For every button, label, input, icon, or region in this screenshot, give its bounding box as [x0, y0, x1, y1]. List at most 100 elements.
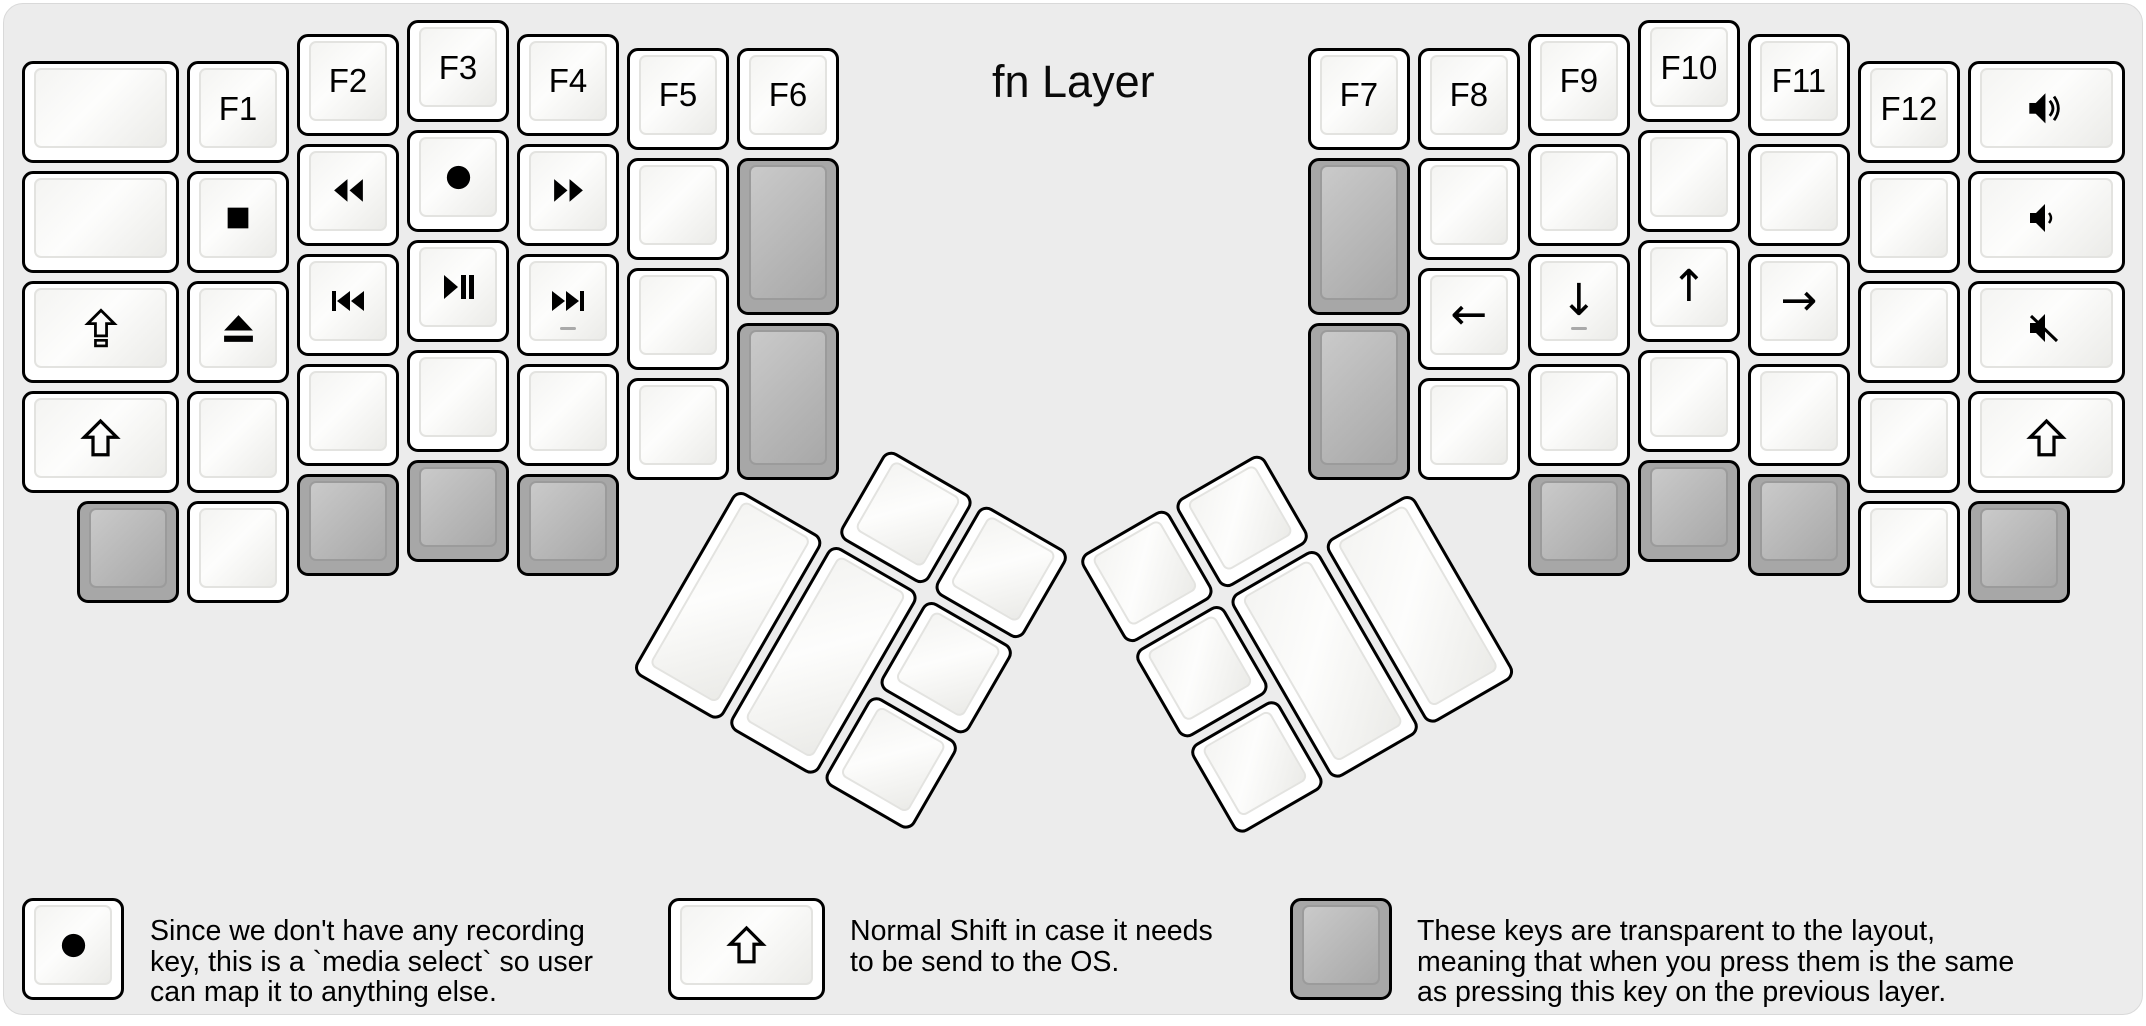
key-blank[interactable] — [1857, 391, 1960, 494]
key-bottom-transparent[interactable] — [407, 460, 509, 562]
keycap-surface — [199, 398, 277, 479]
key-blank[interactable] — [1637, 130, 1740, 232]
key-shift[interactable] — [1967, 391, 2125, 494]
keycap-surface — [1429, 164, 1508, 245]
key-shift[interactable] — [22, 391, 179, 494]
key-record[interactable] — [407, 130, 509, 232]
key-blank[interactable] — [1747, 143, 1850, 246]
key-blank[interactable] — [1857, 171, 1960, 274]
stop-icon — [222, 202, 254, 234]
key-label: F6 — [768, 76, 808, 113]
key-fast-forward[interactable] — [517, 143, 619, 246]
key-next-track[interactable] — [517, 253, 619, 356]
keycap-surface: F12 — [1869, 68, 1948, 149]
keycap-surface — [1302, 905, 1380, 985]
shift-icon — [724, 923, 769, 967]
key-blank[interactable] — [1637, 350, 1740, 452]
fast-forward-icon — [550, 175, 587, 206]
key-bottom-transparent[interactable] — [297, 473, 399, 576]
caps-lock-icon — [81, 307, 121, 349]
key-blank[interactable] — [187, 391, 289, 494]
keycap-surface — [1979, 508, 2058, 589]
key-label: F7 — [1339, 76, 1379, 113]
key-label: F3 — [438, 48, 478, 86]
key-blank[interactable] — [22, 171, 179, 274]
keycap-surface — [419, 467, 497, 547]
key-bottom-transparent[interactable] — [77, 501, 179, 604]
key-blank[interactable] — [517, 363, 619, 466]
key-bottom-transparent[interactable] — [517, 473, 619, 576]
key-blank[interactable] — [1747, 363, 1850, 466]
key-label: F1 — [218, 89, 258, 127]
key-eject[interactable] — [187, 281, 289, 384]
key-caps-lock[interactable] — [22, 281, 179, 384]
legend-text-line: key, this is a `media select` so user — [150, 945, 593, 978]
key-stop[interactable] — [187, 171, 289, 274]
key-f4[interactable]: F4 — [517, 33, 619, 136]
key-f1[interactable]: F1 — [187, 61, 289, 164]
key-bottom-blank[interactable] — [1857, 501, 1960, 604]
key-prev-track[interactable] — [297, 253, 399, 356]
key-blank[interactable] — [1527, 143, 1630, 246]
key-f12[interactable]: F12 — [1857, 61, 1960, 164]
keycap-surface — [680, 905, 813, 985]
key-transparent-tall[interactable] — [737, 157, 839, 315]
key-f6[interactable]: F6 — [737, 47, 839, 150]
key-bottom-transparent[interactable] — [1527, 473, 1630, 576]
key-bottom-transparent[interactable] — [1967, 501, 2070, 604]
keycap-surface — [1319, 164, 1398, 300]
key-arrow-up[interactable]: ↑ — [1637, 240, 1740, 342]
keycap-surface: ← — [1429, 274, 1508, 355]
key-play-pause[interactable] — [407, 240, 509, 342]
key-bottom-transparent[interactable] — [1747, 473, 1850, 576]
key-transparent-tall[interactable] — [1307, 157, 1410, 315]
key-volume-down[interactable] — [1967, 171, 2125, 274]
key-blank[interactable] — [297, 363, 399, 466]
key-volume-mute[interactable] — [1967, 281, 2125, 384]
key-blank[interactable] — [407, 350, 509, 452]
key-label: F8 — [1449, 76, 1489, 113]
key-f2[interactable]: F2 — [297, 33, 399, 136]
key-blank[interactable] — [1417, 157, 1520, 260]
key-transparent-tall[interactable] — [737, 322, 839, 480]
key-rewind[interactable] — [297, 143, 399, 246]
key-blank[interactable] — [1857, 281, 1960, 384]
key-f11[interactable]: F11 — [1747, 33, 1850, 136]
key-volume-up[interactable] — [1967, 61, 2125, 164]
key-blank[interactable] — [1417, 377, 1520, 480]
key-bottom-transparent[interactable] — [1637, 460, 1740, 562]
keycap-surface: F3 — [419, 27, 497, 107]
keycap-surface: F10 — [1649, 27, 1728, 107]
key-bottom-blank[interactable] — [187, 501, 289, 604]
legend-text-line: Since we don't have any recording — [150, 915, 585, 947]
key-f7[interactable]: F7 — [1307, 47, 1410, 150]
key-blank[interactable] — [1527, 363, 1630, 466]
keycap-surface — [749, 164, 827, 300]
key-transparent-tall[interactable] — [1307, 322, 1410, 480]
keycap-surface — [199, 508, 277, 589]
key-f9[interactable]: F9 — [1527, 33, 1630, 136]
key-arrow-down[interactable]: ↓ — [1527, 253, 1630, 356]
keycap-surface — [529, 150, 607, 231]
key-f3[interactable]: F3 — [407, 20, 509, 122]
keycap-surface — [529, 370, 607, 451]
rewind-icon — [330, 175, 367, 206]
keycap-surface: F9 — [1539, 40, 1618, 121]
key-blank[interactable] — [627, 157, 729, 260]
legend-key-shift[interactable] — [668, 898, 825, 1000]
key-f8[interactable]: F8 — [1417, 47, 1520, 150]
key-blank[interactable] — [627, 377, 729, 480]
key-f5[interactable]: F5 — [627, 47, 729, 150]
keycap-surface: ↓ — [1539, 260, 1618, 341]
keycap-surface — [199, 288, 277, 369]
key-arrow-left[interactable]: ← — [1417, 267, 1520, 370]
keycap-surface — [199, 178, 277, 259]
legend-key-transparent[interactable] — [1290, 898, 1392, 1000]
legend-key-record[interactable] — [22, 898, 124, 1000]
key-f10[interactable]: F10 — [1637, 20, 1740, 122]
key-arrow-right[interactable]: → — [1747, 253, 1850, 356]
key-blank[interactable] — [627, 267, 729, 370]
key-label: F12 — [1880, 89, 1938, 127]
key-blank[interactable] — [22, 61, 179, 164]
